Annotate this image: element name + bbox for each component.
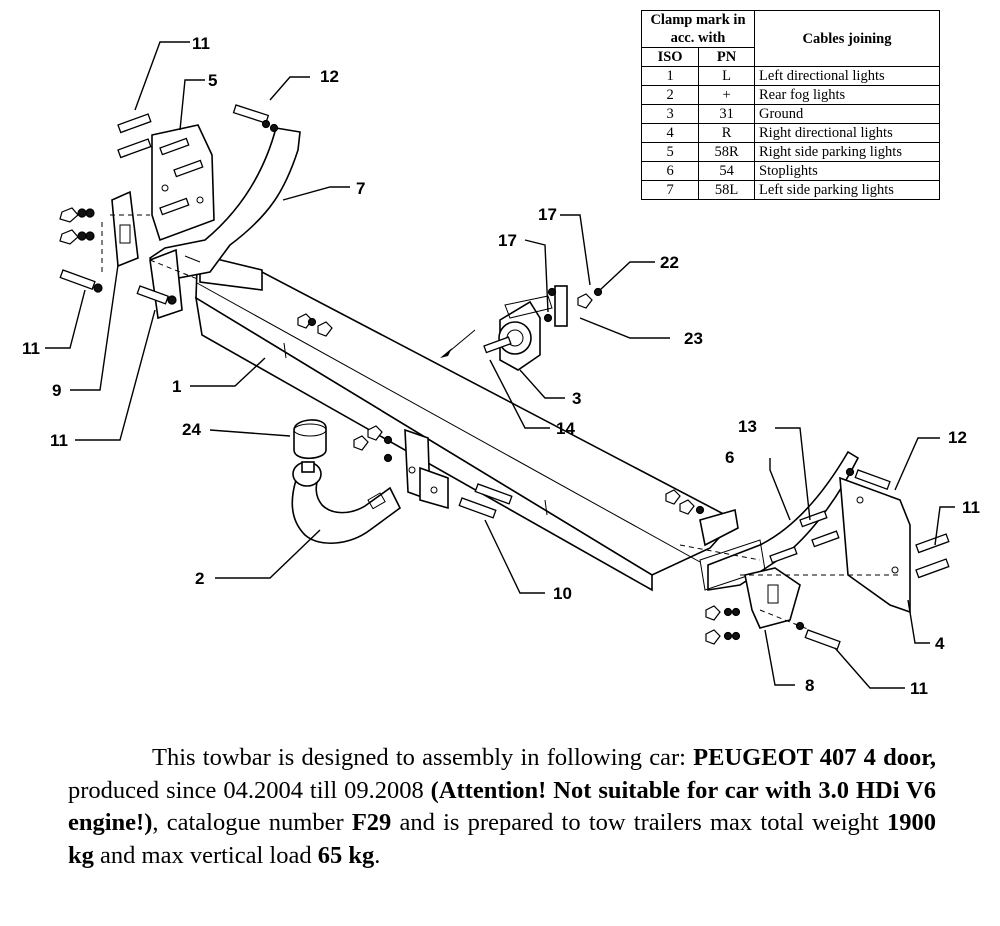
vertical-text: and max vertical load bbox=[100, 841, 312, 869]
pn-cell: R bbox=[698, 123, 755, 143]
desc-cell: Right side parking lights bbox=[754, 142, 940, 162]
header-iso: ISO bbox=[640, 47, 700, 67]
callout-6: 6 bbox=[725, 448, 734, 467]
callout-14: 14 bbox=[556, 419, 575, 438]
desc-cell: Left directional lights bbox=[754, 66, 940, 86]
pn-cell: L bbox=[698, 66, 755, 86]
callout-22: 22 bbox=[660, 253, 679, 272]
callout-1: 1 bbox=[172, 377, 181, 396]
callout-12-right: 12 bbox=[948, 428, 967, 447]
max-weight: 1900 kg bbox=[68, 809, 937, 869]
callout-11-right-top: 11 bbox=[962, 498, 980, 517]
socket-fasteners bbox=[440, 285, 603, 358]
callout-12-left: 12 bbox=[320, 67, 339, 86]
iso-cell: 4 bbox=[640, 123, 700, 143]
end-period: . bbox=[374, 841, 381, 869]
wiring-table: Clamp mark in acc. with Cables joining I… bbox=[640, 10, 940, 200]
desc-cell: Right directional lights bbox=[754, 123, 940, 143]
callout-11-top: 11 bbox=[192, 34, 210, 53]
callout-3: 3 bbox=[572, 389, 581, 408]
ball-hook-part-2 bbox=[291, 461, 402, 545]
iso-cell: 2 bbox=[640, 85, 700, 105]
desc-cell: Stoplights bbox=[754, 161, 940, 181]
iso-cell: 3 bbox=[640, 104, 700, 124]
callout-23: 23 bbox=[684, 329, 703, 348]
pn-cell: + bbox=[698, 85, 755, 105]
right-fasteners bbox=[665, 467, 950, 650]
pn-cell: 58L bbox=[698, 180, 755, 200]
callout-8: 8 bbox=[805, 676, 814, 695]
header-clamp-mark: Clamp mark in acc. with bbox=[641, 10, 755, 48]
description-paragraph: This towbar is designed to assembly in f… bbox=[68, 742, 936, 872]
left-lower-plate bbox=[149, 248, 183, 320]
catalogue-number: F29 bbox=[351, 809, 392, 836]
left-fasteners bbox=[59, 104, 333, 337]
desc-cell: Rear fog lights bbox=[754, 85, 940, 105]
left-spacer-part-9 bbox=[111, 190, 139, 268]
tow-text: and is prepared to tow trailers max tota… bbox=[399, 809, 879, 836]
right-plate-part-4 bbox=[839, 476, 911, 614]
intro-text: This towbar is designed to assembly in f… bbox=[152, 744, 686, 771]
production-dates: produced since 04.2004 till 09.2008 bbox=[68, 776, 424, 804]
callout-10: 10 bbox=[553, 584, 572, 603]
callout-7: 7 bbox=[356, 179, 365, 198]
callout-24: 24 bbox=[182, 420, 201, 439]
desc-cell: Ground bbox=[754, 104, 940, 124]
hook-mount-plate bbox=[353, 425, 513, 519]
attention-note: (Attention! Not suitable for car with 3.… bbox=[68, 776, 936, 837]
callout-13: 13 bbox=[738, 417, 757, 436]
crossbar-part-1 bbox=[194, 253, 739, 592]
vertical-load: 65 kg bbox=[317, 841, 375, 869]
pn-cell: 31 bbox=[698, 104, 755, 124]
callout-17-left: 17 bbox=[498, 231, 517, 250]
iso-cell: 1 bbox=[640, 66, 700, 86]
callout-labels: 11 5 12 7 11 9 1 11 24 2 10 17 17 22 23 … bbox=[22, 34, 980, 698]
pn-cell: 58R bbox=[698, 142, 755, 162]
callout-17-top: 17 bbox=[538, 205, 557, 224]
callout-5: 5 bbox=[208, 71, 217, 90]
car-model: PEUGEOT 407 4 door, bbox=[693, 744, 937, 771]
leader-lines bbox=[45, 41, 955, 689]
callout-4: 4 bbox=[935, 634, 945, 653]
iso-cell: 6 bbox=[640, 161, 700, 181]
desc-cell: Left side parking lights bbox=[754, 180, 940, 200]
right-spacer-part-8 bbox=[744, 567, 801, 629]
callout-11-left: 11 bbox=[22, 339, 40, 358]
callout-11-mid: 11 bbox=[50, 431, 68, 450]
header-cables-joining: Cables joining bbox=[754, 10, 940, 67]
header-pn: PN bbox=[698, 47, 755, 67]
table-row: 2+Rear fog lights bbox=[640, 85, 940, 105]
pn-cell: 54 bbox=[698, 161, 755, 181]
towbar-exploded-diagram: 11 5 12 7 11 9 1 11 24 2 10 17 17 22 23 … bbox=[22, 34, 980, 698]
iso-cell: 5 bbox=[640, 142, 700, 162]
callout-9: 9 bbox=[52, 381, 61, 400]
ball-cover-part-24 bbox=[293, 419, 327, 460]
iso-cell: 7 bbox=[640, 180, 700, 200]
callout-2: 2 bbox=[195, 569, 204, 588]
electrical-socket-part-3 bbox=[483, 295, 553, 371]
catalogue-label: , catalogue number bbox=[152, 809, 344, 836]
callout-11-right-bottom: 11 bbox=[910, 679, 928, 698]
